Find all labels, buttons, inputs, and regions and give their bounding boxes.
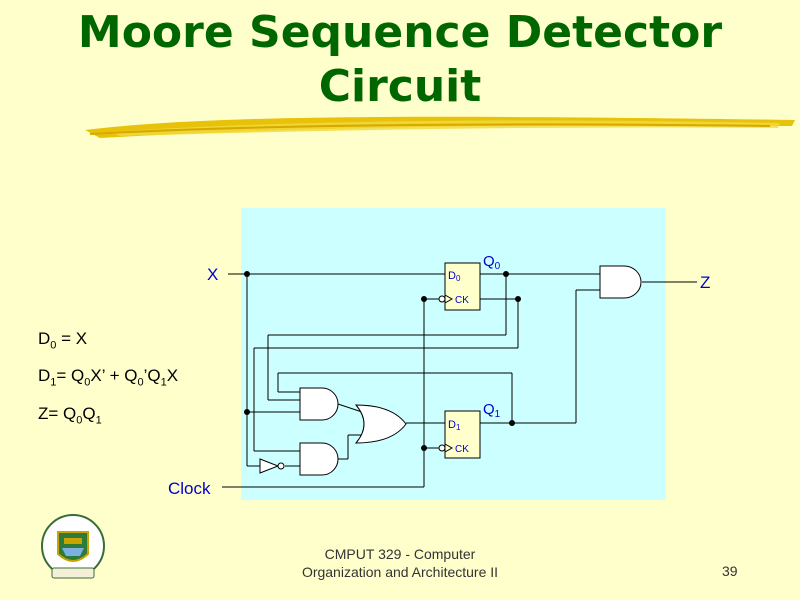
- flip-flop-0: [444, 262, 481, 311]
- flip-flop-1: [444, 410, 481, 459]
- title-line-1: Moore Sequence Detector: [77, 7, 723, 58]
- footer-line-1: CMPUT 329 - Computer: [324, 546, 476, 562]
- title-underline-brush: [85, 116, 795, 138]
- inverter: [259, 458, 280, 474]
- input-x-label: X: [207, 265, 218, 284]
- ff1-d-label: D1: [448, 419, 461, 432]
- ff0-d-label: D0: [448, 270, 461, 283]
- title-line-2: Circuit: [318, 61, 482, 112]
- ff1-q-label: Q1: [483, 401, 501, 420]
- equation-z: Z= Q0Q1: [38, 404, 102, 427]
- university-logo: [41, 514, 105, 579]
- ff0-ck-label: CK: [455, 295, 469, 306]
- footer-line-2: Organization and Architecture II: [301, 564, 499, 580]
- ff0-q-label: Q0: [483, 253, 501, 272]
- page-number: 39: [722, 563, 738, 579]
- and-gate-1: [299, 387, 339, 421]
- and-gate-output: [599, 265, 642, 299]
- clock-label: Clock: [168, 479, 211, 498]
- junction-dots: [244, 271, 521, 451]
- equation-d1: D1= Q0X’ + Q0’Q1X: [38, 366, 179, 389]
- ff1-ck-label: CK: [455, 444, 469, 455]
- footer-course: CMPUT 329 - Computer Organization and Ar…: [250, 545, 550, 581]
- and-gate-2: [299, 442, 339, 476]
- output-z-label: Z: [700, 273, 710, 292]
- or-gate: [354, 404, 407, 444]
- equation-d0: D0 = X: [38, 329, 88, 352]
- slide-title: Moore Sequence Detector Circuit: [0, 6, 800, 114]
